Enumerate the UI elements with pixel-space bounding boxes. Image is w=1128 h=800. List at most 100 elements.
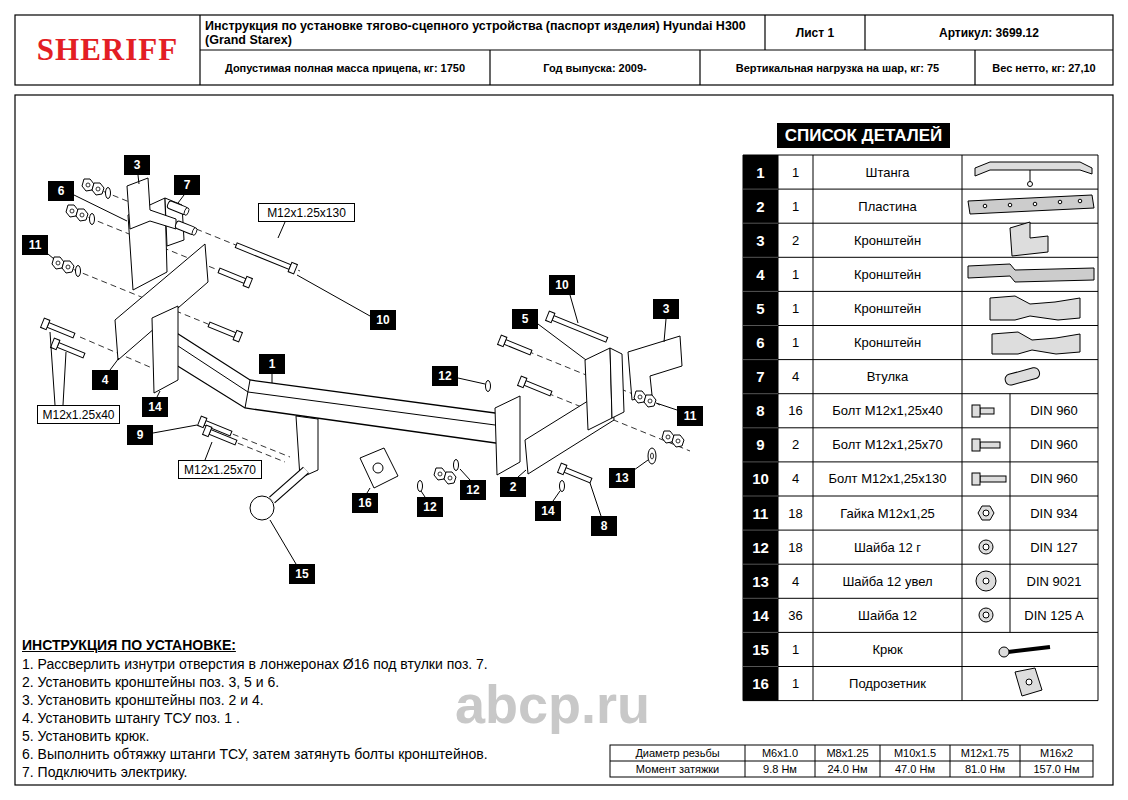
towbar-drawing [373, 463, 383, 473]
leader-lines [553, 491, 560, 501]
torque-table-grid [745, 745, 746, 777]
leader-lines [110, 358, 119, 370]
towbar-drawing [498, 335, 533, 357]
callout-number-text: 16 [358, 496, 371, 510]
towbar-drawing [172, 342, 510, 427]
din-standard: DIN 960 [1010, 428, 1098, 462]
part-thumbnails [1028, 182, 1033, 187]
callout-number: 4 [92, 370, 118, 390]
parts-table-grid [743, 598, 778, 599]
torque-table-grid [610, 745, 1093, 777]
parts-table-grid [1010, 394, 1011, 633]
part-name: Крюк [813, 632, 962, 666]
towbar-drawing [76, 209, 88, 221]
sheet-frame [864, 15, 865, 50]
towbar-drawing [672, 435, 684, 447]
torque-table-grid [1020, 745, 1021, 777]
part-thumbnails [983, 510, 989, 516]
callout-number-text: 6 [58, 184, 65, 198]
towbar-drawing [644, 395, 656, 407]
part-quantity: 4 [778, 462, 813, 496]
parts-table-grid [743, 666, 778, 667]
part-thumbnails [980, 408, 994, 414]
part-position: 11 [743, 496, 778, 530]
parts-table-grid [743, 223, 1098, 224]
spec-cell: Вес нетто, кг: 27,10 [975, 50, 1113, 85]
parts-table-grid [743, 530, 778, 531]
callout-number-text: 14 [541, 504, 554, 518]
dimension-box-text: M12x1.25x40 [42, 408, 114, 422]
din-standard: DIN 9021 [1010, 564, 1098, 598]
part-name: Подрозетник [813, 667, 962, 701]
spec-cell: Вертикальная нагрузка на шар, кг: 75 [700, 50, 975, 85]
parts-table-grid [743, 393, 778, 394]
torque-cell: 47.0 Нм [880, 761, 950, 777]
towbar-drawing [296, 416, 318, 478]
sheet-frame [200, 49, 1113, 50]
spec-cell: Допустимая полная масса прицепа, кг: 175… [200, 50, 490, 85]
part-quantity: 1 [778, 257, 813, 291]
leader-lines [518, 470, 526, 477]
torque-cell: M8x1.25 [815, 745, 880, 761]
parts-table-grid [743, 564, 778, 565]
leader-lines [48, 175, 677, 564]
part-position: 3 [743, 223, 778, 257]
torque-cell: 24.0 Нм [815, 761, 880, 777]
leader-lines [664, 319, 666, 342]
part-thumbnails [979, 608, 993, 622]
leader-lines [458, 378, 485, 384]
towbar-drawing [90, 214, 95, 225]
callout-number-text: 12 [438, 369, 451, 383]
part-name: Втулка [813, 360, 962, 394]
part-quantity: 1 [778, 632, 813, 666]
towbar-drawing [585, 348, 612, 430]
part-thumbnails [999, 647, 1009, 657]
part-name: Кронштейн [813, 326, 962, 360]
callout-number-text: 7 [184, 178, 191, 192]
part-thumbnails [1030, 170, 1031, 182]
towbar-drawing [207, 320, 242, 342]
sheet-number: Лист 1 [765, 15, 865, 50]
callout-number: 13 [609, 468, 635, 488]
parts-table-grid [743, 700, 1098, 701]
parts-table-grid [743, 155, 1098, 701]
part-position: 7 [743, 360, 778, 394]
parts-table-grid [813, 155, 814, 701]
callout-number-text: 11 [684, 409, 697, 423]
part-position: 5 [743, 291, 778, 325]
part-position: 14 [743, 598, 778, 632]
instruction-step: 7. Подключить электрику. [22, 763, 602, 781]
parts-table-grid [962, 155, 963, 701]
callout-number: 8 [591, 516, 617, 536]
towbar-drawing [648, 448, 656, 464]
parts-table-grid [743, 189, 1098, 190]
towbar-drawing [41, 178, 690, 520]
callout-number: 7 [174, 175, 200, 195]
leader-lines [272, 374, 273, 383]
part-name: Болт M12x1,25x70 [813, 428, 962, 462]
torque-table-grid [610, 761, 1093, 762]
part-name: Кронштейн [813, 223, 962, 257]
watermark: abcp.ru [455, 672, 685, 736]
sheet-frame [15, 15, 1113, 85]
part-quantity: 2 [778, 428, 813, 462]
part-thumbnails [983, 199, 1082, 208]
callout-number: 14 [535, 501, 561, 521]
towbar-drawing [444, 472, 456, 484]
part-position: 6 [743, 326, 778, 360]
part-quantity: 16 [778, 394, 813, 428]
towbar-drawing [272, 470, 306, 500]
article-number: Артикул: 3699.12 [865, 15, 1113, 50]
parts-table-grid [743, 223, 778, 224]
parts-table-grid [743, 496, 1098, 497]
leader-lines [74, 195, 127, 221]
callout-number: 12 [432, 366, 458, 386]
parts-table-grid [743, 461, 778, 462]
part-name: Шайба 12 увел [813, 564, 962, 598]
parts-table-grid [743, 427, 1098, 428]
instructions-heading: ИНСТРУКЦИЯ ПО УСТАНОВКЕ: [22, 636, 442, 654]
towbar-drawing [92, 183, 104, 195]
part-thumbnails [983, 578, 989, 584]
callout-number-text: 10 [555, 278, 568, 292]
